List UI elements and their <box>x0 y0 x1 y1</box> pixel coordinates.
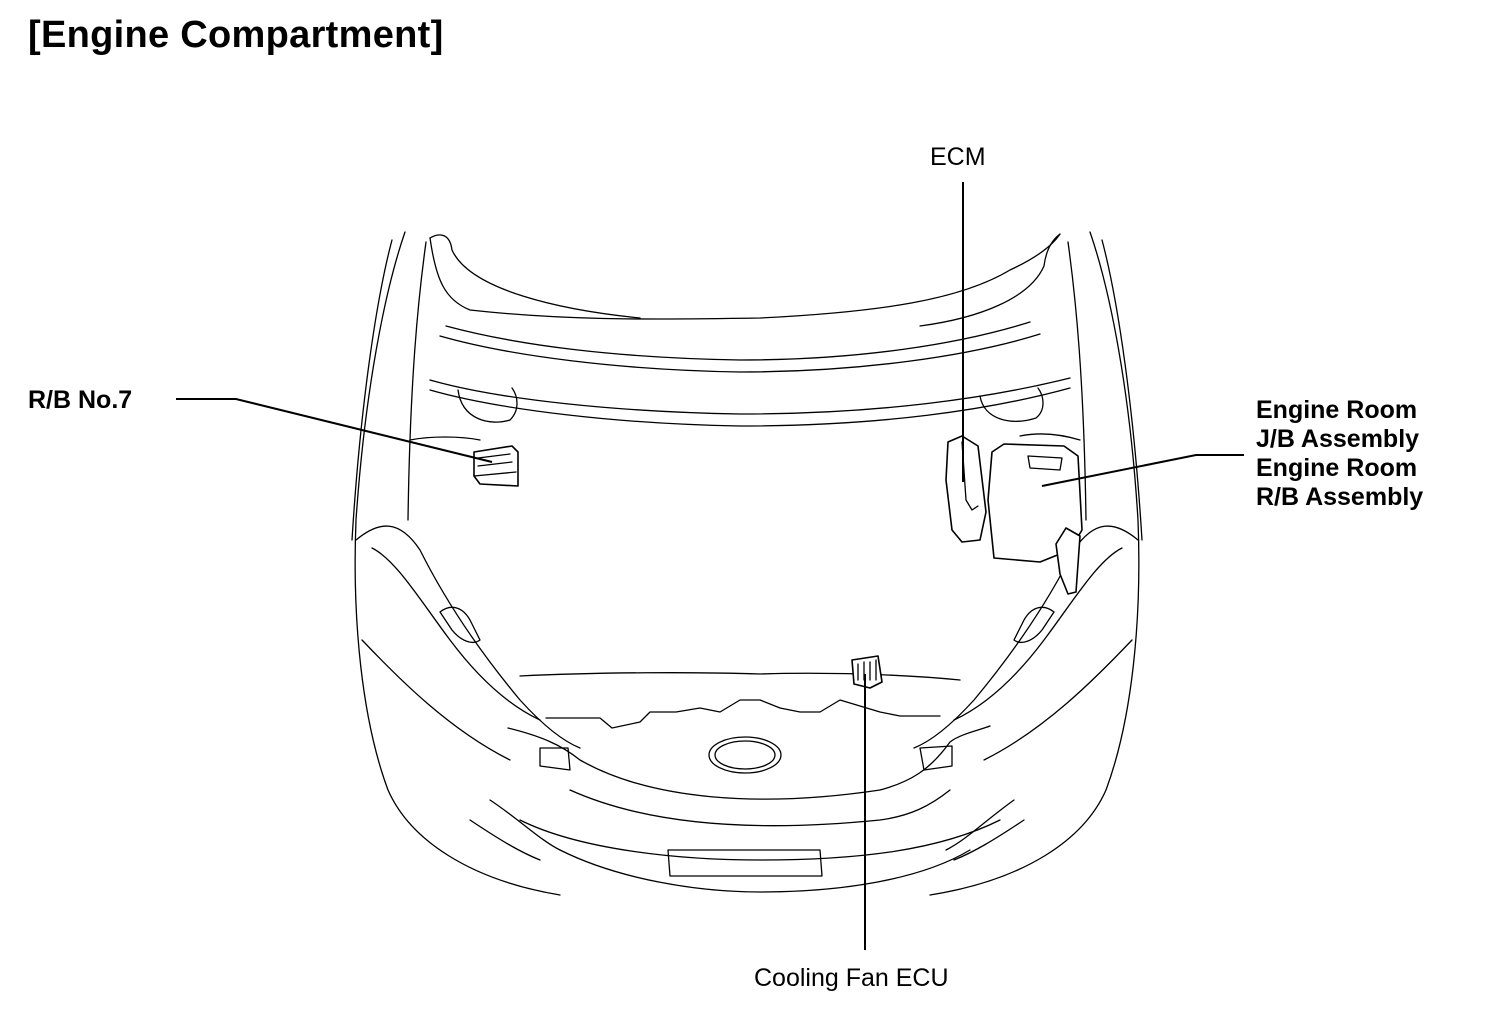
ecm-component <box>945 435 987 543</box>
engine-room-jb-line-4: R/B Assembly <box>1256 483 1424 511</box>
engine-room-jb-label: Engine Room J/B Assembly Engine Room R/B… <box>1256 396 1423 512</box>
engine-room-jb-line-2: J/B Assembly <box>1256 425 1420 453</box>
engine-room-jb-line-3: Engine Room <box>1256 454 1418 482</box>
leader-lines <box>176 182 1244 950</box>
page-title: [Engine Compartment] <box>28 14 444 56</box>
cooling-fan-ecu-component <box>851 655 883 689</box>
leader-junction-block <box>1041 454 1244 487</box>
junction-block-component <box>987 443 1083 595</box>
cooling-fan-ecu-label: Cooling Fan ECU <box>754 964 949 992</box>
ecm-label: ECM <box>930 143 986 171</box>
engine-room-jb-line-1: Engine Room <box>1256 396 1418 424</box>
rb-no7-label: R/B No.7 <box>28 386 133 414</box>
leader-rb-no7 <box>176 398 493 463</box>
car-body-outline <box>351 231 1143 896</box>
rb-no7-component <box>473 445 519 487</box>
